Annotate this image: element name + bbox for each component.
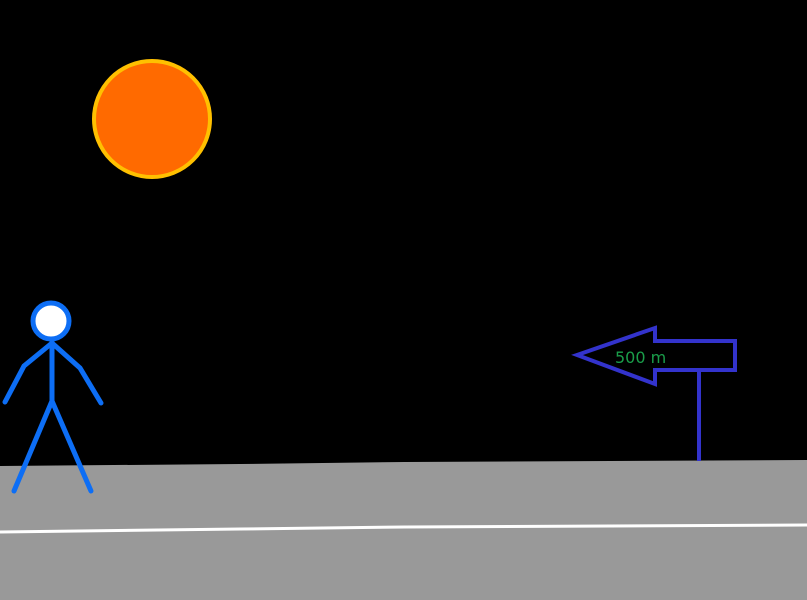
stick-figure-left-arm <box>2 340 55 405</box>
stick-figure-right-leg <box>49 398 94 494</box>
sun <box>92 59 212 179</box>
sign-distance-label: 500 m <box>615 348 666 367</box>
road-line <box>0 523 807 534</box>
stick-figure-right-arm <box>49 340 104 406</box>
stick-figure <box>2 300 104 494</box>
direction-sign: 500 m <box>571 325 737 461</box>
stick-figure-left-leg <box>11 398 55 494</box>
stick-figure-head <box>30 300 72 342</box>
left-arrow-icon <box>571 325 737 387</box>
ground <box>0 460 807 600</box>
